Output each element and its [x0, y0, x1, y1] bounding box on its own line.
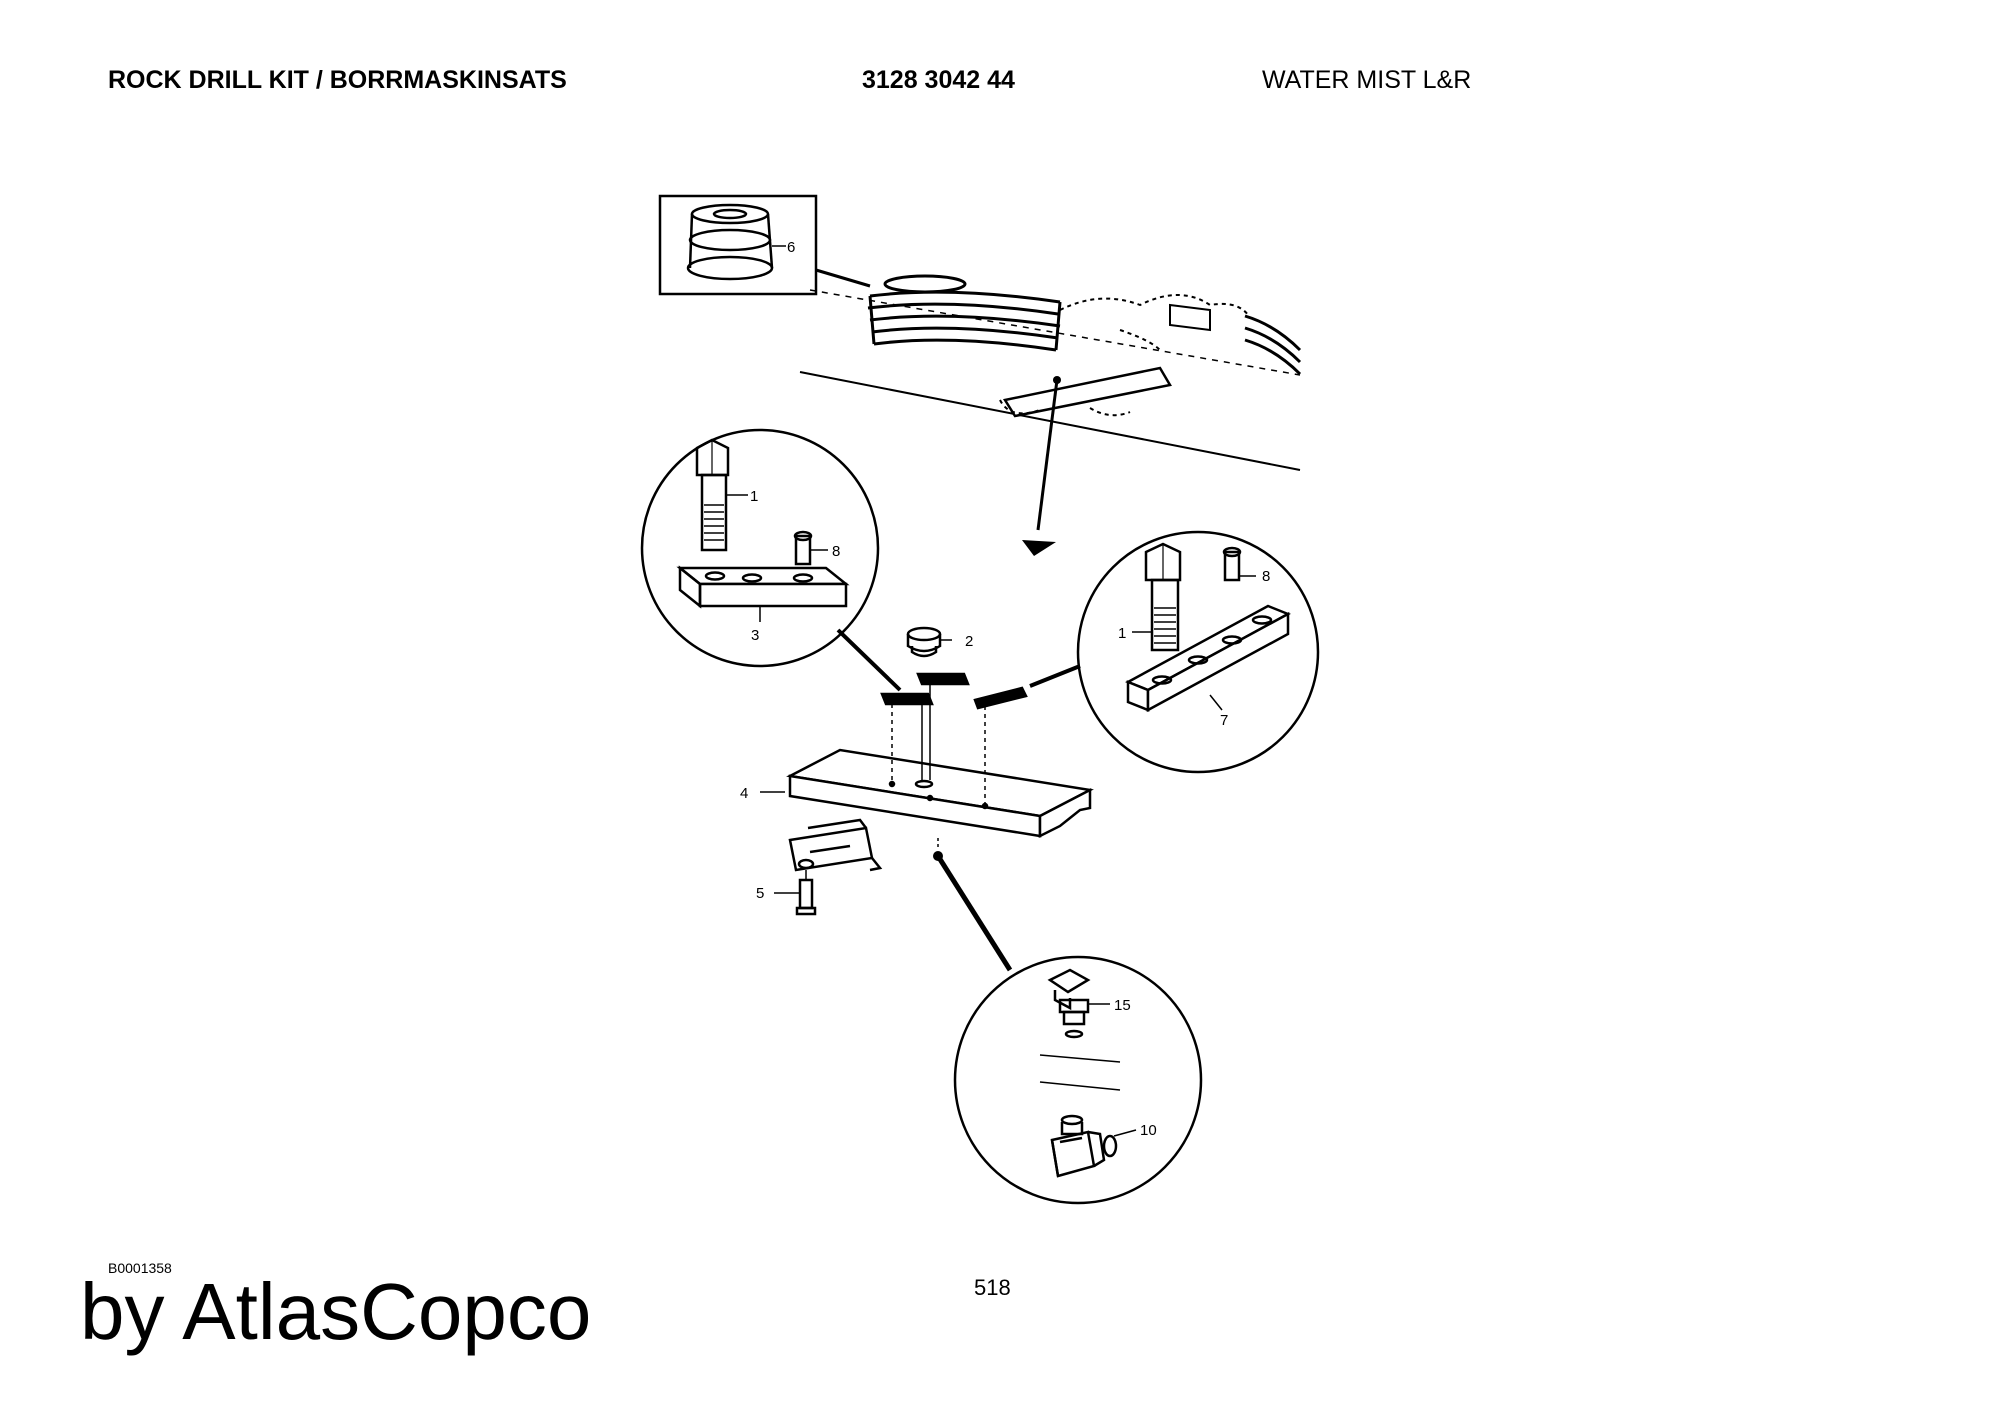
callout-5: 5	[756, 885, 764, 902]
assembly-arrow	[1022, 376, 1061, 556]
kit-description: WATER MIST L&R	[1262, 66, 1472, 94]
detail-box-bellows	[658, 194, 871, 296]
page-number: 518	[974, 1275, 1011, 1300]
callout-7: 7	[1220, 712, 1228, 729]
detail-circle-bottom	[953, 955, 1203, 1205]
part-number: 3128 3042 44	[862, 66, 1015, 94]
callout-8-right: 8	[1262, 568, 1270, 585]
callout-1-left: 1	[750, 488, 758, 505]
figure-reference-code: B0001358	[108, 1260, 172, 1276]
detail-circle-right	[1029, 530, 1320, 774]
document-title: ROCK DRILL KIT / BORRMASKINSATS	[108, 66, 567, 94]
callout-15: 15	[1114, 997, 1131, 1014]
central-assembly	[760, 626, 1094, 916]
callout-4: 4	[740, 785, 748, 802]
callout-8-left: 8	[832, 543, 840, 560]
callout-2: 2	[965, 633, 973, 650]
callout-10: 10	[1140, 1122, 1157, 1139]
callout-1-right: 1	[1118, 625, 1126, 642]
detail-circle-left	[640, 428, 902, 692]
rock-drill-outline	[799, 289, 1302, 471]
detail-pointer-bottom	[933, 838, 1013, 972]
bellows-assembly	[867, 274, 1062, 352]
callout-3: 3	[751, 627, 759, 644]
callout-6: 6	[787, 239, 795, 256]
brand-watermark: by AtlasCopco	[80, 1267, 592, 1356]
